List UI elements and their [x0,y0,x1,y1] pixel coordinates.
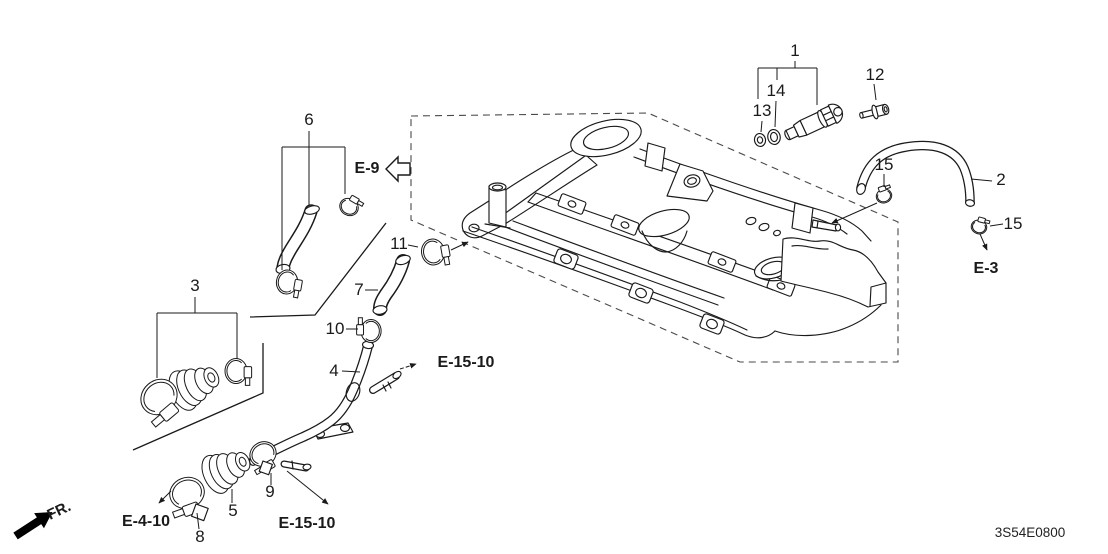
part-6-upper-clamp-drawing [336,191,365,221]
part-callout-3[interactable]: 3 [190,276,199,295]
cover-right-arm [780,237,887,308]
part-callout-2[interactable]: 2 [996,170,1005,189]
part-callout-8[interactable]: 8 [195,527,204,546]
part-callout-15-left[interactable]: 15 [875,155,894,174]
e9-direction-arrow-icon [385,155,411,183]
group-separator-upper [249,222,387,318]
part-callout-11[interactable]: 11 [390,234,408,253]
part-2-hose-drawing [856,140,976,207]
part-3-small-clamp-drawing [224,357,253,386]
part-callout-4[interactable]: 4 [329,361,338,380]
part-15b-clamp-drawing [969,215,991,237]
ref-label-e3[interactable]: E-3 [974,260,999,277]
part-callout-14[interactable]: 14 [767,81,786,100]
diagram-code: 3S54E0800 [995,525,1066,540]
part-callout-5[interactable]: 5 [228,501,237,520]
cover-round-boss [570,118,642,158]
part-1-pcv-valve-drawing [753,103,844,148]
part-7-hose-drawing [372,254,411,316]
ref-label-e-4-10[interactable]: E-4-10 [122,513,170,530]
part-12-bolt-drawing [859,103,890,120]
part-callout-7[interactable]: 7 [354,280,363,299]
cover-coil-pads [557,193,796,297]
reference-labels: E-9 E-3 E-15-10 E-15-10 E-4-10 [122,160,999,532]
ref-label-e9[interactable]: E-9 [355,160,380,177]
part-5-grommet-drawing [195,440,258,499]
part-callout-10[interactable]: 10 [326,319,345,338]
part-callout-6[interactable]: 6 [304,110,313,129]
dashed-boundary [410,112,899,363]
ref-label-e-15-10-top[interactable]: E-15-10 [438,354,495,371]
ref-label-e-15-10-bottom[interactable]: E-15-10 [279,515,336,532]
fr-label: FR. [45,498,74,524]
part-10-clamp-drawing [356,317,382,344]
part-callout-9[interactable]: 9 [265,482,274,501]
part-callout-1[interactable]: 1 [790,41,799,60]
cover-bolt-bosses [553,248,725,335]
fr-indicator: FR. [13,498,74,540]
part-callout-12[interactable]: 12 [866,65,885,84]
cover-breather-port [488,185,507,228]
part-callouts: 1 2 3 4 5 6 7 8 9 10 11 12 13 14 15 15 [190,41,1022,546]
part-callout-15-right[interactable]: 15 [1004,214,1023,233]
engine-cover-drawing [461,118,887,339]
cover-center-recess [638,208,690,238]
part-9-clamp-tag [258,460,273,476]
leader-lines [156,61,1004,530]
part-11-clamp-drawing [418,235,453,270]
part-13-washer-drawing [753,132,767,148]
group-separator-lower [132,343,264,451]
fr-arrow-icon [13,512,53,540]
part-callout-13[interactable]: 13 [753,101,772,120]
part-14-oring-drawing [767,128,781,146]
